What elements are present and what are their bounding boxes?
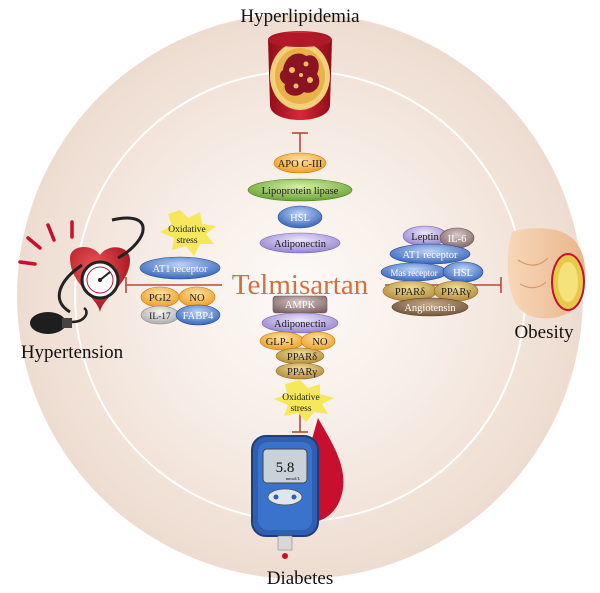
label-hyperlipidemia: Hyperlipidemia [240, 6, 360, 27]
node-ampk: AMPK [272, 295, 328, 314]
svg-text:GLP-1: GLP-1 [266, 337, 295, 348]
label-diabetes: Diabetes [267, 568, 333, 589]
svg-text:AT1 receptor: AT1 receptor [152, 264, 208, 275]
svg-text:Angiotensin: Angiotensin [404, 303, 456, 314]
node-fabp4: FABP4 [175, 304, 221, 326]
svg-text:HSL: HSL [290, 213, 310, 224]
node-il-17: IL-17 [140, 305, 180, 325]
node-hsl-top: HSL [277, 205, 323, 229]
node-lipoprotein-lipase: Lipoprotein lipase [247, 178, 353, 202]
node-ppar-gamma-bottom: PPARγ [275, 362, 325, 380]
blood-vessel-icon [268, 31, 332, 120]
svg-text:APO C-III: APO C-III [278, 159, 323, 170]
top-inhibit-line [292, 132, 308, 152]
svg-text:NO: NO [312, 337, 328, 348]
glucometer-icon: 5.8 mmol/L [251, 418, 344, 559]
node-pgi2: PGI2 [140, 286, 180, 308]
node-no-bottom: NO [300, 331, 336, 351]
label-obesity: Obesity [514, 322, 574, 343]
glucose-reading: 5.8 [276, 460, 295, 476]
abdomen-fat-icon [507, 228, 586, 319]
svg-text:Lipoprotein lipase: Lipoprotein lipase [262, 186, 339, 197]
node-at1-receptor-right: AT1 receptor [389, 243, 471, 265]
svg-text:PPARδ: PPARδ [287, 352, 317, 363]
node-ppar-delta-bottom: PPARδ [275, 347, 325, 365]
node-mas-receptor: Mas receptor [380, 262, 448, 282]
svg-text:IL-6: IL-6 [448, 234, 467, 245]
node-ppar-gamma-right: PPARγ [433, 280, 479, 302]
node-hsl-right: HSL [442, 261, 484, 283]
label-hypertension: Hypertension [21, 342, 124, 363]
node-angiotensin: Angiotensin [391, 297, 469, 317]
svg-text:HSL: HSL [453, 268, 473, 279]
svg-text:IL-17: IL-17 [149, 312, 171, 322]
node-no-left: NO [178, 286, 216, 308]
svg-text:FABP4: FABP4 [183, 311, 214, 322]
glucose-unit: mmol/L [286, 476, 301, 481]
svg-text:PGI2: PGI2 [149, 293, 171, 304]
svg-text:AMPK: AMPK [285, 300, 316, 311]
node-glp-1: GLP-1 [259, 331, 305, 351]
svg-text:Adiponectin: Adiponectin [274, 319, 327, 330]
svg-text:AT1 receptor: AT1 receptor [402, 250, 458, 261]
center-title: Telmisartan [232, 269, 369, 301]
svg-text:PPARγ: PPARγ [441, 287, 471, 298]
svg-text:PPARγ: PPARγ [287, 367, 317, 378]
left-inhibit-line [125, 277, 222, 293]
svg-text:Adiponectin: Adiponectin [274, 239, 327, 250]
svg-text:NO: NO [189, 293, 205, 304]
heart-blood-pressure-icon [18, 216, 145, 334]
svg-text:PPARδ: PPARδ [395, 287, 425, 298]
node-adiponectin-bottom: Adiponectin [261, 312, 339, 334]
node-apo-c-iii: APO C-III [273, 152, 327, 174]
svg-text:Mas receptor: Mas receptor [390, 268, 437, 278]
node-at1-receptor-left: AT1 receptor [139, 256, 221, 280]
svg-text:Leptin: Leptin [411, 232, 439, 243]
node-adiponectin-top: Adiponectin [259, 232, 341, 254]
